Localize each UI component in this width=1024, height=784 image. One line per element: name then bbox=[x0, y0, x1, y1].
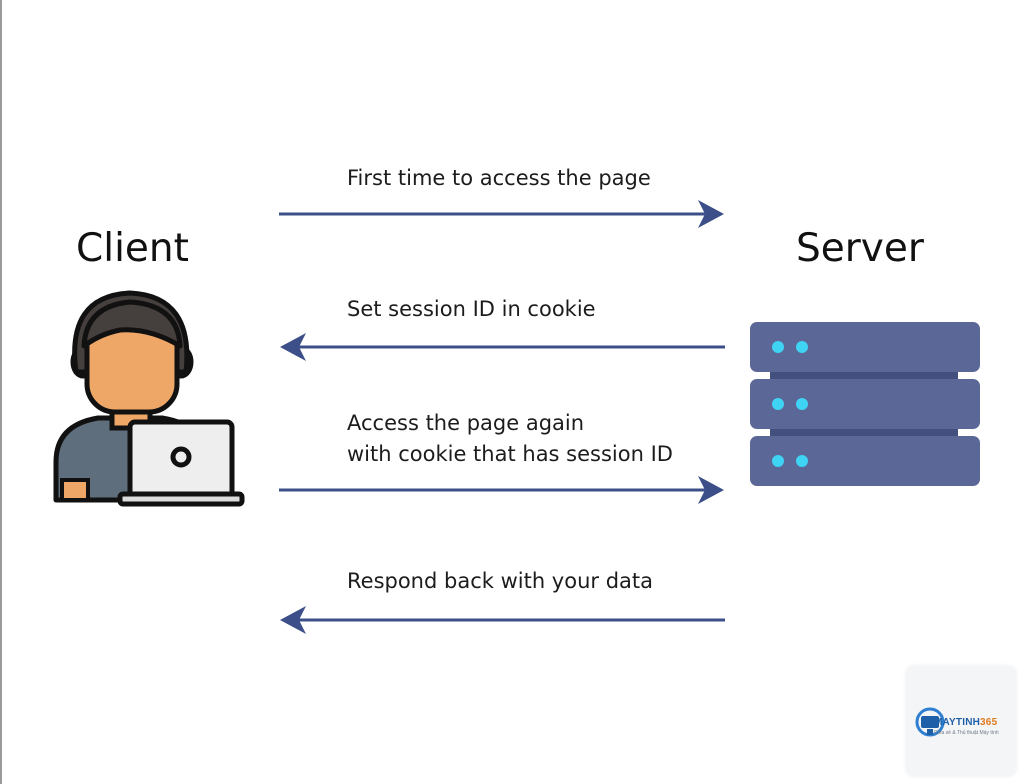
message-2-label: Set session ID in cookie bbox=[347, 294, 596, 325]
message-4-label: Respond back with your data bbox=[347, 566, 653, 597]
server-led bbox=[796, 341, 808, 353]
message-1-line-1: First time to access the page bbox=[347, 166, 651, 190]
page-left-border bbox=[0, 0, 2, 784]
arrow-4-head bbox=[280, 606, 306, 634]
watermark-brand: MAYTINH365 bbox=[934, 717, 997, 728]
arrow-2 bbox=[280, 333, 725, 361]
watermark-logo: MAYTINH365 Chia sẻ & Thủ thuật Máy tính bbox=[906, 666, 1016, 776]
client-title: Client bbox=[76, 226, 189, 271]
watermark-tagline: Chia sẻ & Thủ thuật Máy tính bbox=[934, 730, 999, 736]
user-arm bbox=[60, 478, 90, 502]
server-led bbox=[772, 398, 784, 410]
message-2-line-1: Set session ID in cookie bbox=[347, 297, 596, 321]
laptop-screen bbox=[127, 419, 235, 501]
user-hair-fringe bbox=[81, 299, 183, 349]
watermark-brand-accent: 365 bbox=[980, 717, 998, 728]
arrow-1 bbox=[279, 200, 724, 228]
server-icon bbox=[750, 322, 980, 486]
arrow-1-head bbox=[698, 200, 724, 228]
server-unit-3 bbox=[750, 436, 980, 486]
server-led bbox=[796, 455, 808, 467]
client-user-icon bbox=[53, 290, 245, 507]
server-unit-2 bbox=[750, 379, 980, 429]
message-4-line-1: Respond back with your data bbox=[347, 569, 654, 593]
arrow-2-head bbox=[280, 333, 306, 361]
watermark-brand-main: MAYTINH bbox=[934, 717, 981, 728]
server-unit-1 bbox=[750, 322, 980, 372]
server-title: Server bbox=[796, 226, 924, 271]
server-led bbox=[772, 455, 784, 467]
message-3-line-1: Access the page again bbox=[347, 411, 585, 435]
server-led bbox=[796, 398, 808, 410]
message-3-label: Access the page again with cookie that h… bbox=[347, 408, 673, 470]
arrow-3-head bbox=[698, 476, 724, 504]
laptop-logo-icon bbox=[170, 446, 192, 468]
arrow-3 bbox=[279, 476, 724, 504]
message-3-line-2: with cookie that has session ID bbox=[347, 442, 673, 466]
message-1-label: First time to access the page bbox=[347, 163, 651, 194]
watermark-monitor-icon bbox=[915, 707, 945, 737]
server-led bbox=[772, 341, 784, 353]
laptop-base bbox=[117, 491, 245, 507]
arrow-4 bbox=[280, 606, 725, 634]
